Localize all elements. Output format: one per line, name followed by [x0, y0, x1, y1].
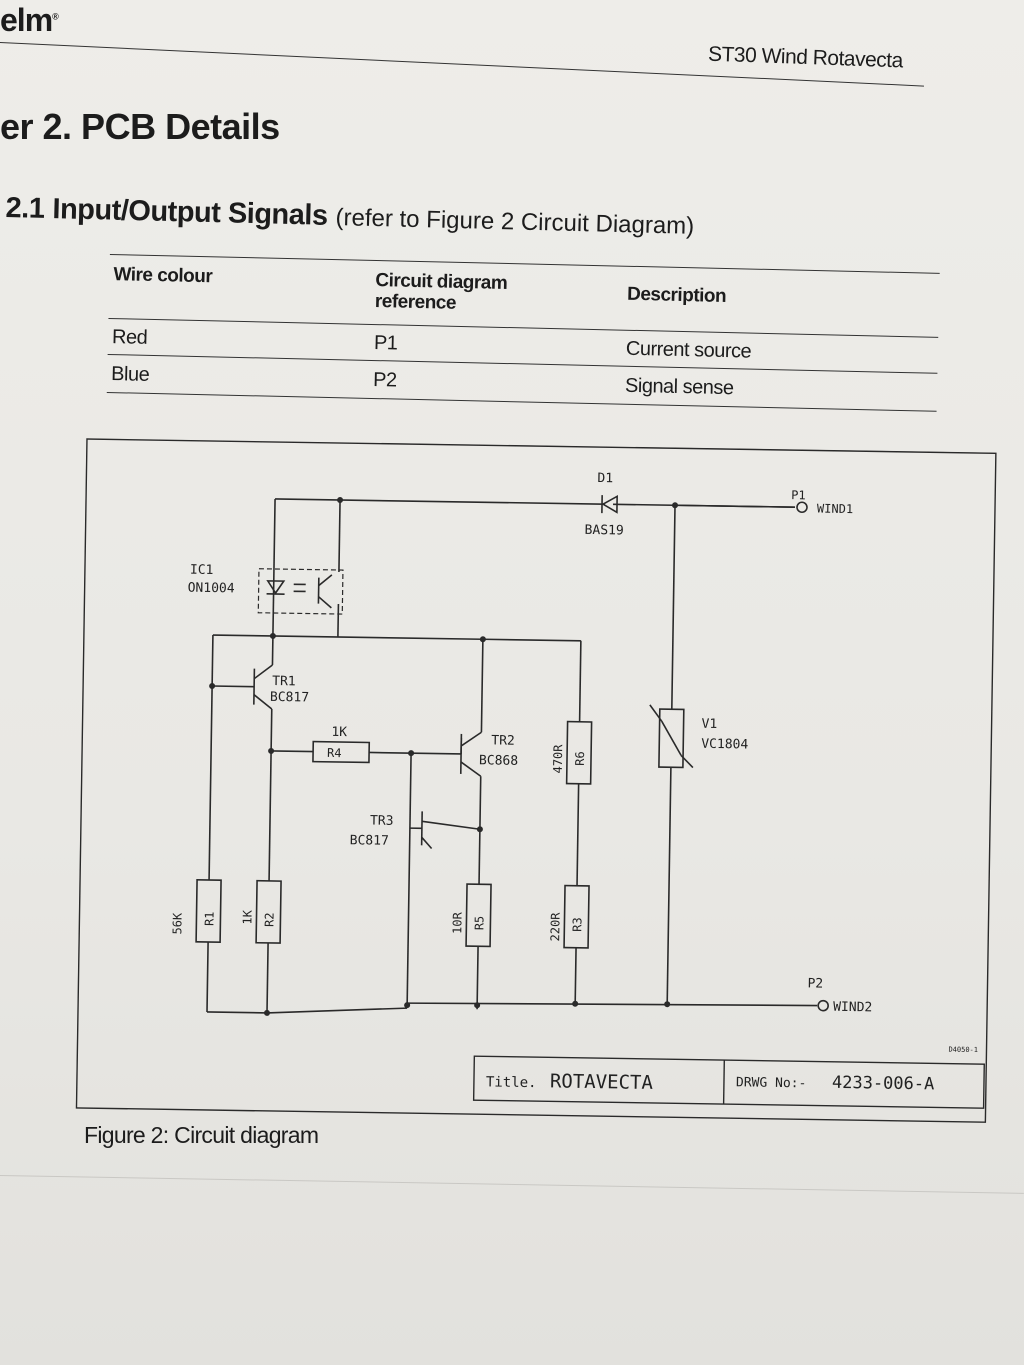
- label-d1-ref: D1: [597, 471, 613, 486]
- label-r1-ref: R1: [202, 911, 216, 926]
- transistor-tr1: [212, 635, 274, 881]
- table-cell: Current source: [625, 337, 752, 363]
- table-rule: [107, 353, 938, 374]
- section-title: Input/Output Signals: [52, 193, 328, 232]
- label-r2-value: 1K: [240, 909, 254, 924]
- section-number: 2.1: [5, 192, 45, 225]
- table-cell: Blue: [110, 363, 150, 386]
- label-r5-ref: R5: [472, 916, 486, 931]
- table-cell: Red: [111, 326, 148, 349]
- table-cell: P2: [372, 369, 397, 392]
- label-r6-ref: R6: [573, 751, 587, 766]
- resistor-r5: [465, 883, 492, 948]
- label-ic1-ref: IC1: [190, 563, 214, 578]
- label-tr2-ref: TR2: [491, 733, 515, 748]
- section-note: (refer to Figure 2 Circuit Diagram): [335, 204, 695, 240]
- optocoupler-ic1: [257, 568, 344, 615]
- table-cell: Signal sense: [624, 374, 734, 400]
- resistor-r2: [255, 879, 282, 944]
- label-r1-value: 56K: [170, 912, 184, 935]
- label-r3-value: 220R: [548, 912, 562, 942]
- label-p2-ref: P2: [807, 976, 823, 991]
- label-r6-value: 470R: [551, 744, 565, 774]
- diode-d1: [601, 494, 618, 514]
- diagram-border: [75, 438, 997, 1123]
- label-p1-name: WIND1: [817, 501, 853, 516]
- table-rule: [109, 253, 940, 274]
- label-tr3-ref: TR3: [370, 814, 394, 829]
- label-r4-ref: R4: [327, 746, 342, 760]
- resistor-r1: [195, 878, 222, 943]
- col-header-wire: Wire colour: [113, 264, 213, 288]
- varistor-v1: [649, 704, 694, 769]
- label-tr1-ref: TR1: [272, 674, 296, 689]
- circuit-diagram: IC1 ON1004 D1 BAS19 P1 WIND1 TR1 BC817 1…: [75, 438, 997, 1123]
- label-v1-ref: V1: [701, 717, 717, 732]
- document-title: ST30 Wind Rotavecta: [707, 42, 904, 73]
- drawing-no-label: DRWG No:-: [736, 1075, 807, 1091]
- table-cell: P1: [373, 332, 398, 355]
- label-p1-ref: P1: [791, 488, 806, 502]
- resistor-r6: [565, 720, 593, 785]
- label-ic1-part: ON1004: [188, 581, 235, 597]
- label-d1-part: BAS19: [584, 523, 623, 539]
- table-rule: [106, 391, 937, 412]
- terminal-p2: [817, 999, 829, 1012]
- resistor-r3: [563, 884, 590, 949]
- figure-caption: Figure 2: Circuit diagram: [84, 1122, 319, 1148]
- brand-logo: elm®: [0, 2, 59, 38]
- title-value: ROTAVECTA: [550, 1070, 654, 1094]
- label-tr1-part: BC817: [270, 690, 309, 706]
- label-r5-value: 10R: [450, 911, 464, 934]
- label-v1-part: VC1804: [701, 737, 748, 753]
- label-r3-ref: R3: [570, 917, 584, 932]
- terminal-p1: [796, 501, 808, 514]
- section-heading: 2.1 Input/Output Signals (refer to Figur…: [5, 192, 694, 242]
- label-p2-name: WIND2: [833, 1000, 872, 1016]
- col-header-desc: Description: [626, 283, 727, 307]
- transistor-tr3: [406, 753, 481, 1004]
- page-fold-line: [0, 1175, 1024, 1194]
- label-tr2-part: BC868: [479, 753, 518, 769]
- chapter-heading: er 2. PCB Details: [0, 106, 280, 147]
- title-block: [472, 1055, 985, 1109]
- label-tr3-part: BC817: [350, 833, 389, 849]
- drawing-no-value: 4233-006-A: [832, 1073, 935, 1095]
- sheet-code: D4050-1: [948, 1046, 978, 1054]
- table-rule: [108, 317, 939, 338]
- title-label: Title.: [486, 1074, 537, 1091]
- label-r4-value: 1K: [331, 725, 347, 740]
- label-r2-ref: R2: [262, 912, 276, 927]
